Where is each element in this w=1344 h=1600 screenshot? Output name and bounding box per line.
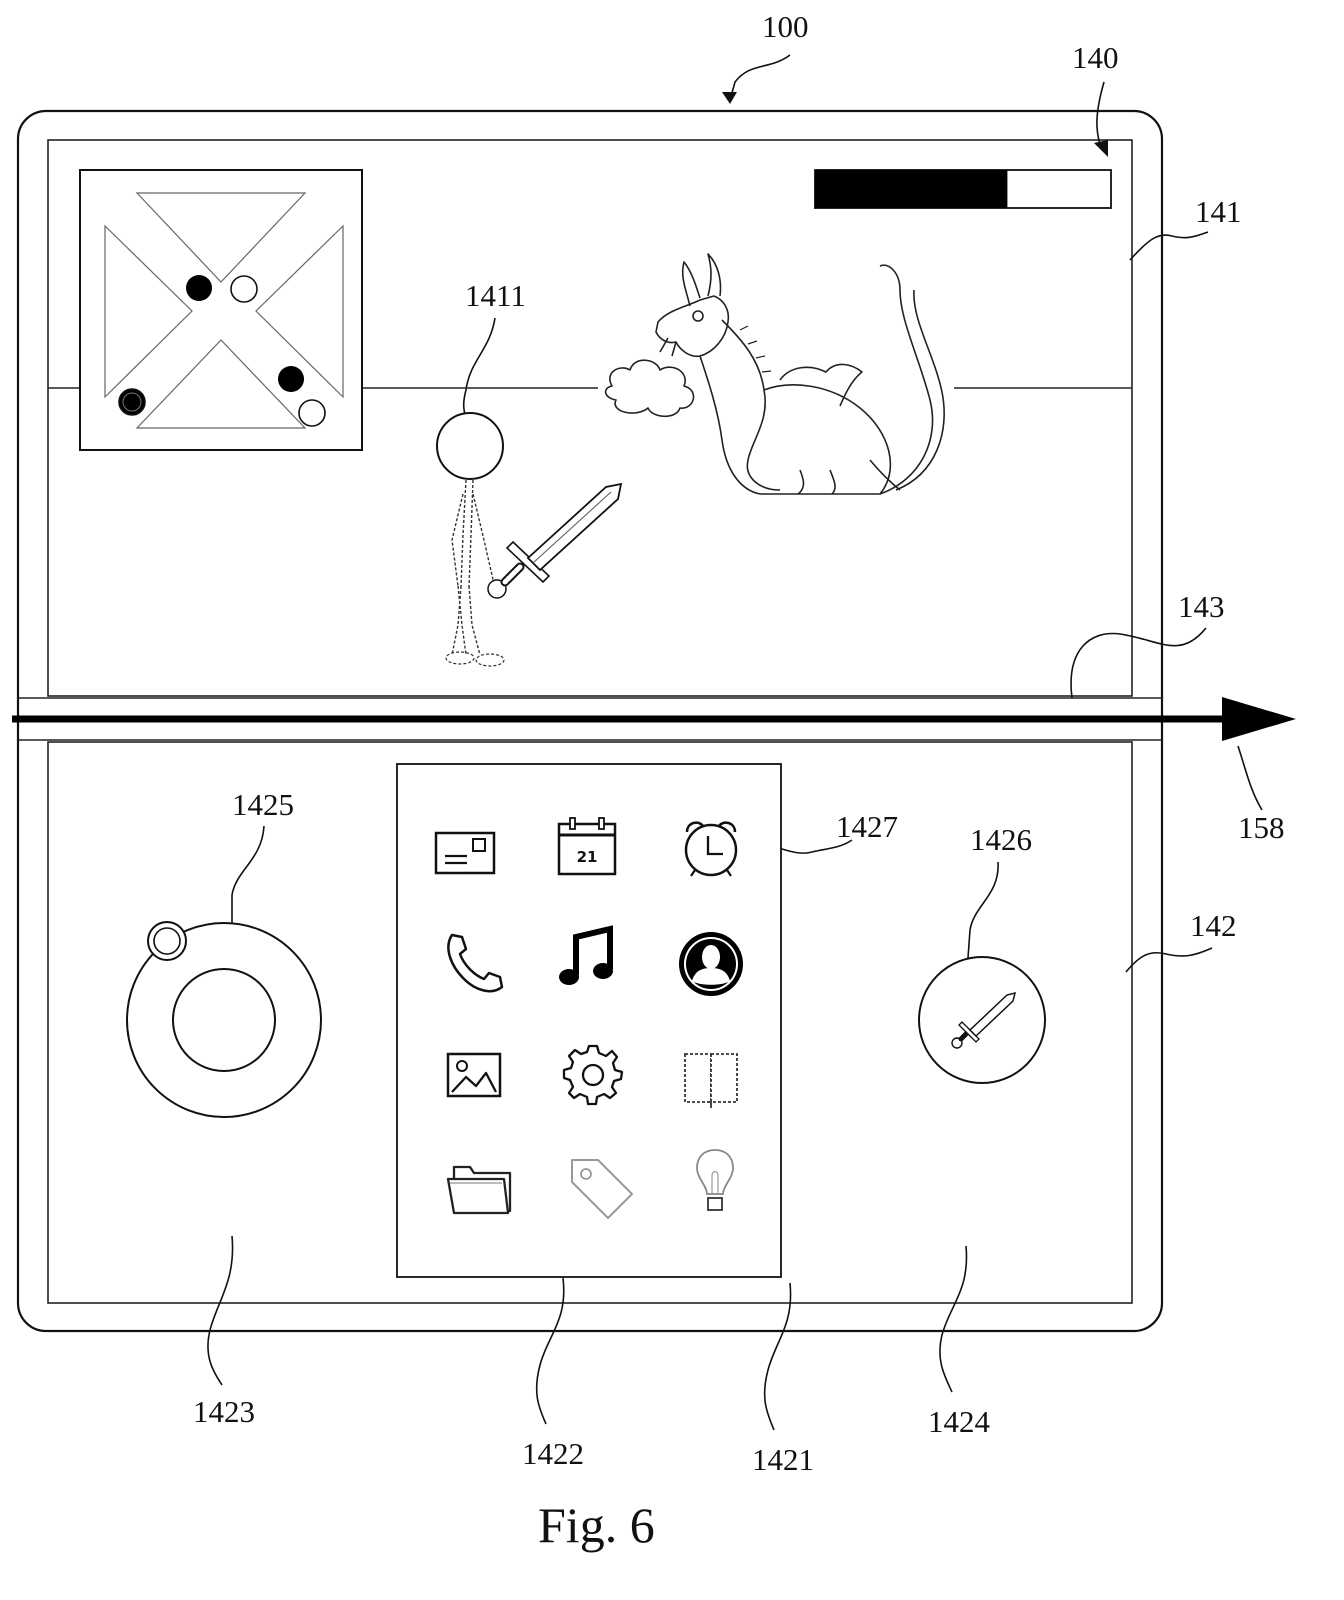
sword-icon [951,991,1017,1049]
contacts-icon[interactable] [679,932,743,996]
label-140: 140 [1072,40,1119,75]
fold-axis-arrowhead [1222,697,1296,741]
leader-158 [1237,745,1263,811]
minimap-light-token [298,399,326,427]
attack-button[interactable] [918,956,1046,1084]
dragon-breath-cloud [604,359,695,418]
label-158: 158 [1238,810,1285,845]
calendar-day-number: 21 [577,848,598,866]
player-character [436,412,623,667]
book-icon[interactable] [684,1053,738,1108]
leader-1421 [763,1282,792,1431]
mail-icon[interactable] [434,831,496,875]
minimap[interactable] [79,169,363,451]
label-1424: 1424 [928,1404,991,1439]
gallery-icon[interactable] [446,1052,502,1098]
label-1423: 1423 [193,1394,255,1429]
leader-1423 [207,1235,234,1386]
music-icon[interactable] [559,925,613,985]
upper-screen-frame [47,139,1133,697]
leader-1426 [967,861,999,959]
joystick-inner-ring [172,968,276,1072]
figure-caption: Fig. 6 [538,1497,655,1553]
leader-1411 [462,317,496,421]
leader-143 [1070,627,1207,699]
leader-1422 [535,1277,565,1425]
label-141: 141 [1195,194,1242,229]
alarm-clock-icon[interactable] [684,821,738,877]
tag-icon[interactable] [571,1159,633,1219]
leader-140-arrowhead [1094,140,1108,157]
character-head [436,412,504,480]
dragon-enemy [604,253,945,495]
leader-1425 [231,825,265,925]
label-1426: 1426 [970,822,1032,857]
label-142: 142 [1190,908,1237,943]
virtual-joystick[interactable] [126,921,322,1118]
settings-gear-icon[interactable] [562,1044,624,1106]
health-bar-fill [815,170,1008,208]
label-1422: 1422 [522,1436,584,1471]
label-1425: 1425 [232,787,294,822]
folder-icon[interactable] [446,1165,512,1215]
minimap-dark-token [278,366,304,392]
lightbulb-icon[interactable] [696,1149,734,1211]
label-100: 100 [762,9,809,44]
label-143: 143 [1178,589,1225,624]
label-1421: 1421 [752,1442,814,1477]
lower-screen-frame [47,741,1133,1304]
leader-141 [1129,231,1209,261]
character-sword [487,482,623,599]
label-1411: 1411 [465,278,526,313]
calendar-icon[interactable]: 21 [557,817,617,876]
phone-icon[interactable] [447,933,504,993]
label-1427: 1427 [836,809,898,844]
leader-1424 [939,1245,968,1393]
leader-100-arrowhead [722,92,737,104]
leader-100 [729,54,791,101]
leader-142 [1125,947,1213,973]
minimap-light-token [230,275,258,303]
health-bar [814,169,1112,209]
minimap-dark-token [186,275,212,301]
